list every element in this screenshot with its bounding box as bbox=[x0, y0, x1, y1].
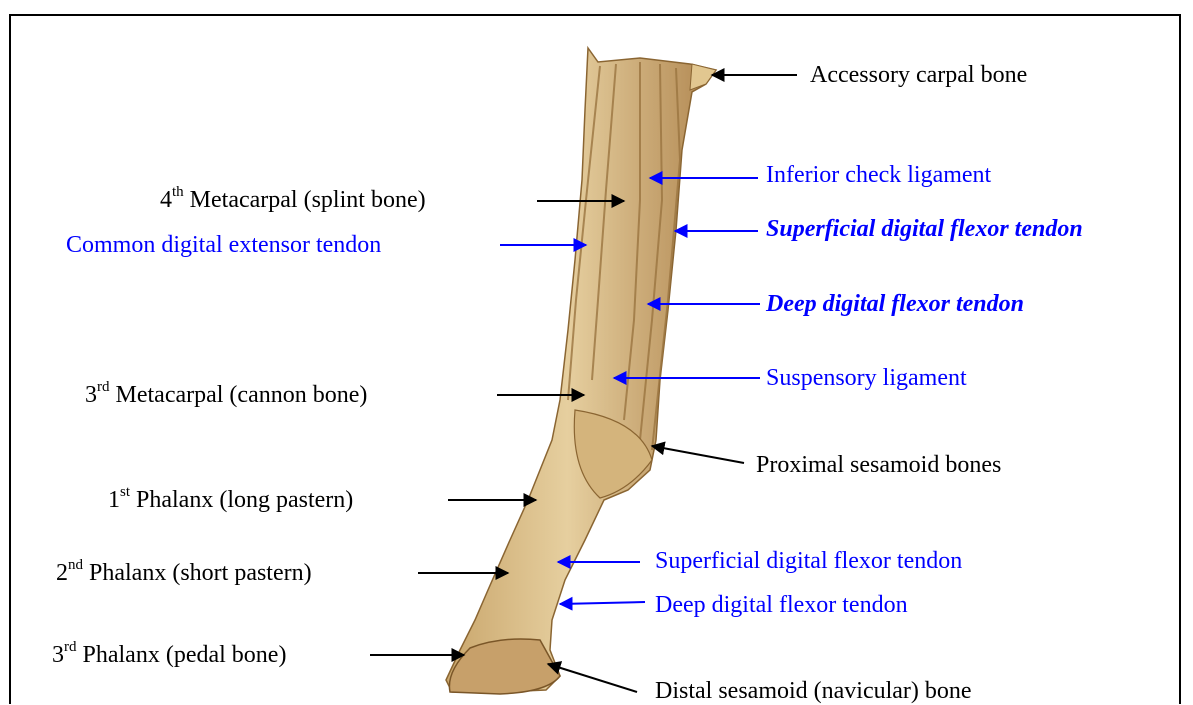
label-phalanx-2-text: Phalanx (short pastern) bbox=[83, 560, 312, 586]
label-phalanx-1-ordinal: st bbox=[120, 484, 130, 500]
label-phalanx-2: 2nd Phalanx (short pastern) bbox=[56, 559, 312, 587]
label-common-digital-extensor-tendon: Common digital extensor tendon bbox=[66, 231, 381, 259]
arrow-ddf-lower bbox=[560, 602, 645, 604]
label-metacarpal-3-text: Metacarpal (cannon bone) bbox=[110, 382, 368, 408]
label-phalanx-3: 3rd Phalanx (pedal bone) bbox=[52, 641, 286, 669]
arrow-distal-sesamoid bbox=[548, 664, 637, 692]
label-deep-digital-flexor-tendon-lower: Deep digital flexor tendon bbox=[655, 591, 908, 619]
label-superficial-digital-flexor-tendon-upper: Superficial digital flexor tendon bbox=[766, 215, 1083, 243]
label-phalanx-3-number: 3 bbox=[52, 642, 64, 668]
label-phalanx-1-text: Phalanx (long pastern) bbox=[130, 487, 353, 513]
label-phalanx-1: 1st Phalanx (long pastern) bbox=[108, 486, 353, 514]
label-accessory-carpal-bone: Accessory carpal bone bbox=[810, 61, 1027, 89]
label-metacarpal-3-number: 3 bbox=[85, 382, 97, 408]
label-distal-sesamoid-bone: Distal sesamoid (navicular) bone bbox=[655, 677, 972, 705]
label-metacarpal-3: 3rd Metacarpal (cannon bone) bbox=[85, 381, 367, 409]
arrow-proximal-sesamoid bbox=[652, 446, 744, 463]
label-metacarpal-4: 4th Metacarpal (splint bone) bbox=[160, 186, 426, 214]
label-phalanx-1-number: 1 bbox=[108, 487, 120, 513]
label-suspensory-ligament: Suspensory ligament bbox=[766, 364, 967, 392]
label-deep-digital-flexor-tendon-upper: Deep digital flexor tendon bbox=[766, 290, 1024, 318]
label-superficial-digital-flexor-tendon-lower: Superficial digital flexor tendon bbox=[655, 547, 962, 575]
label-metacarpal-3-ordinal: rd bbox=[97, 379, 110, 395]
label-phalanx-2-ordinal: nd bbox=[68, 557, 83, 573]
label-metacarpal-4-ordinal: th bbox=[172, 184, 184, 200]
label-metacarpal-4-number: 4 bbox=[160, 187, 172, 213]
label-phalanx-2-number: 2 bbox=[56, 560, 68, 586]
label-proximal-sesamoid-bones: Proximal sesamoid bones bbox=[756, 451, 1001, 479]
label-metacarpal-4-text: Metacarpal (splint bone) bbox=[184, 187, 426, 213]
label-phalanx-3-text: Phalanx (pedal bone) bbox=[77, 642, 287, 668]
label-inferior-check-ligament: Inferior check ligament bbox=[766, 161, 991, 189]
label-phalanx-3-ordinal: rd bbox=[64, 639, 77, 655]
